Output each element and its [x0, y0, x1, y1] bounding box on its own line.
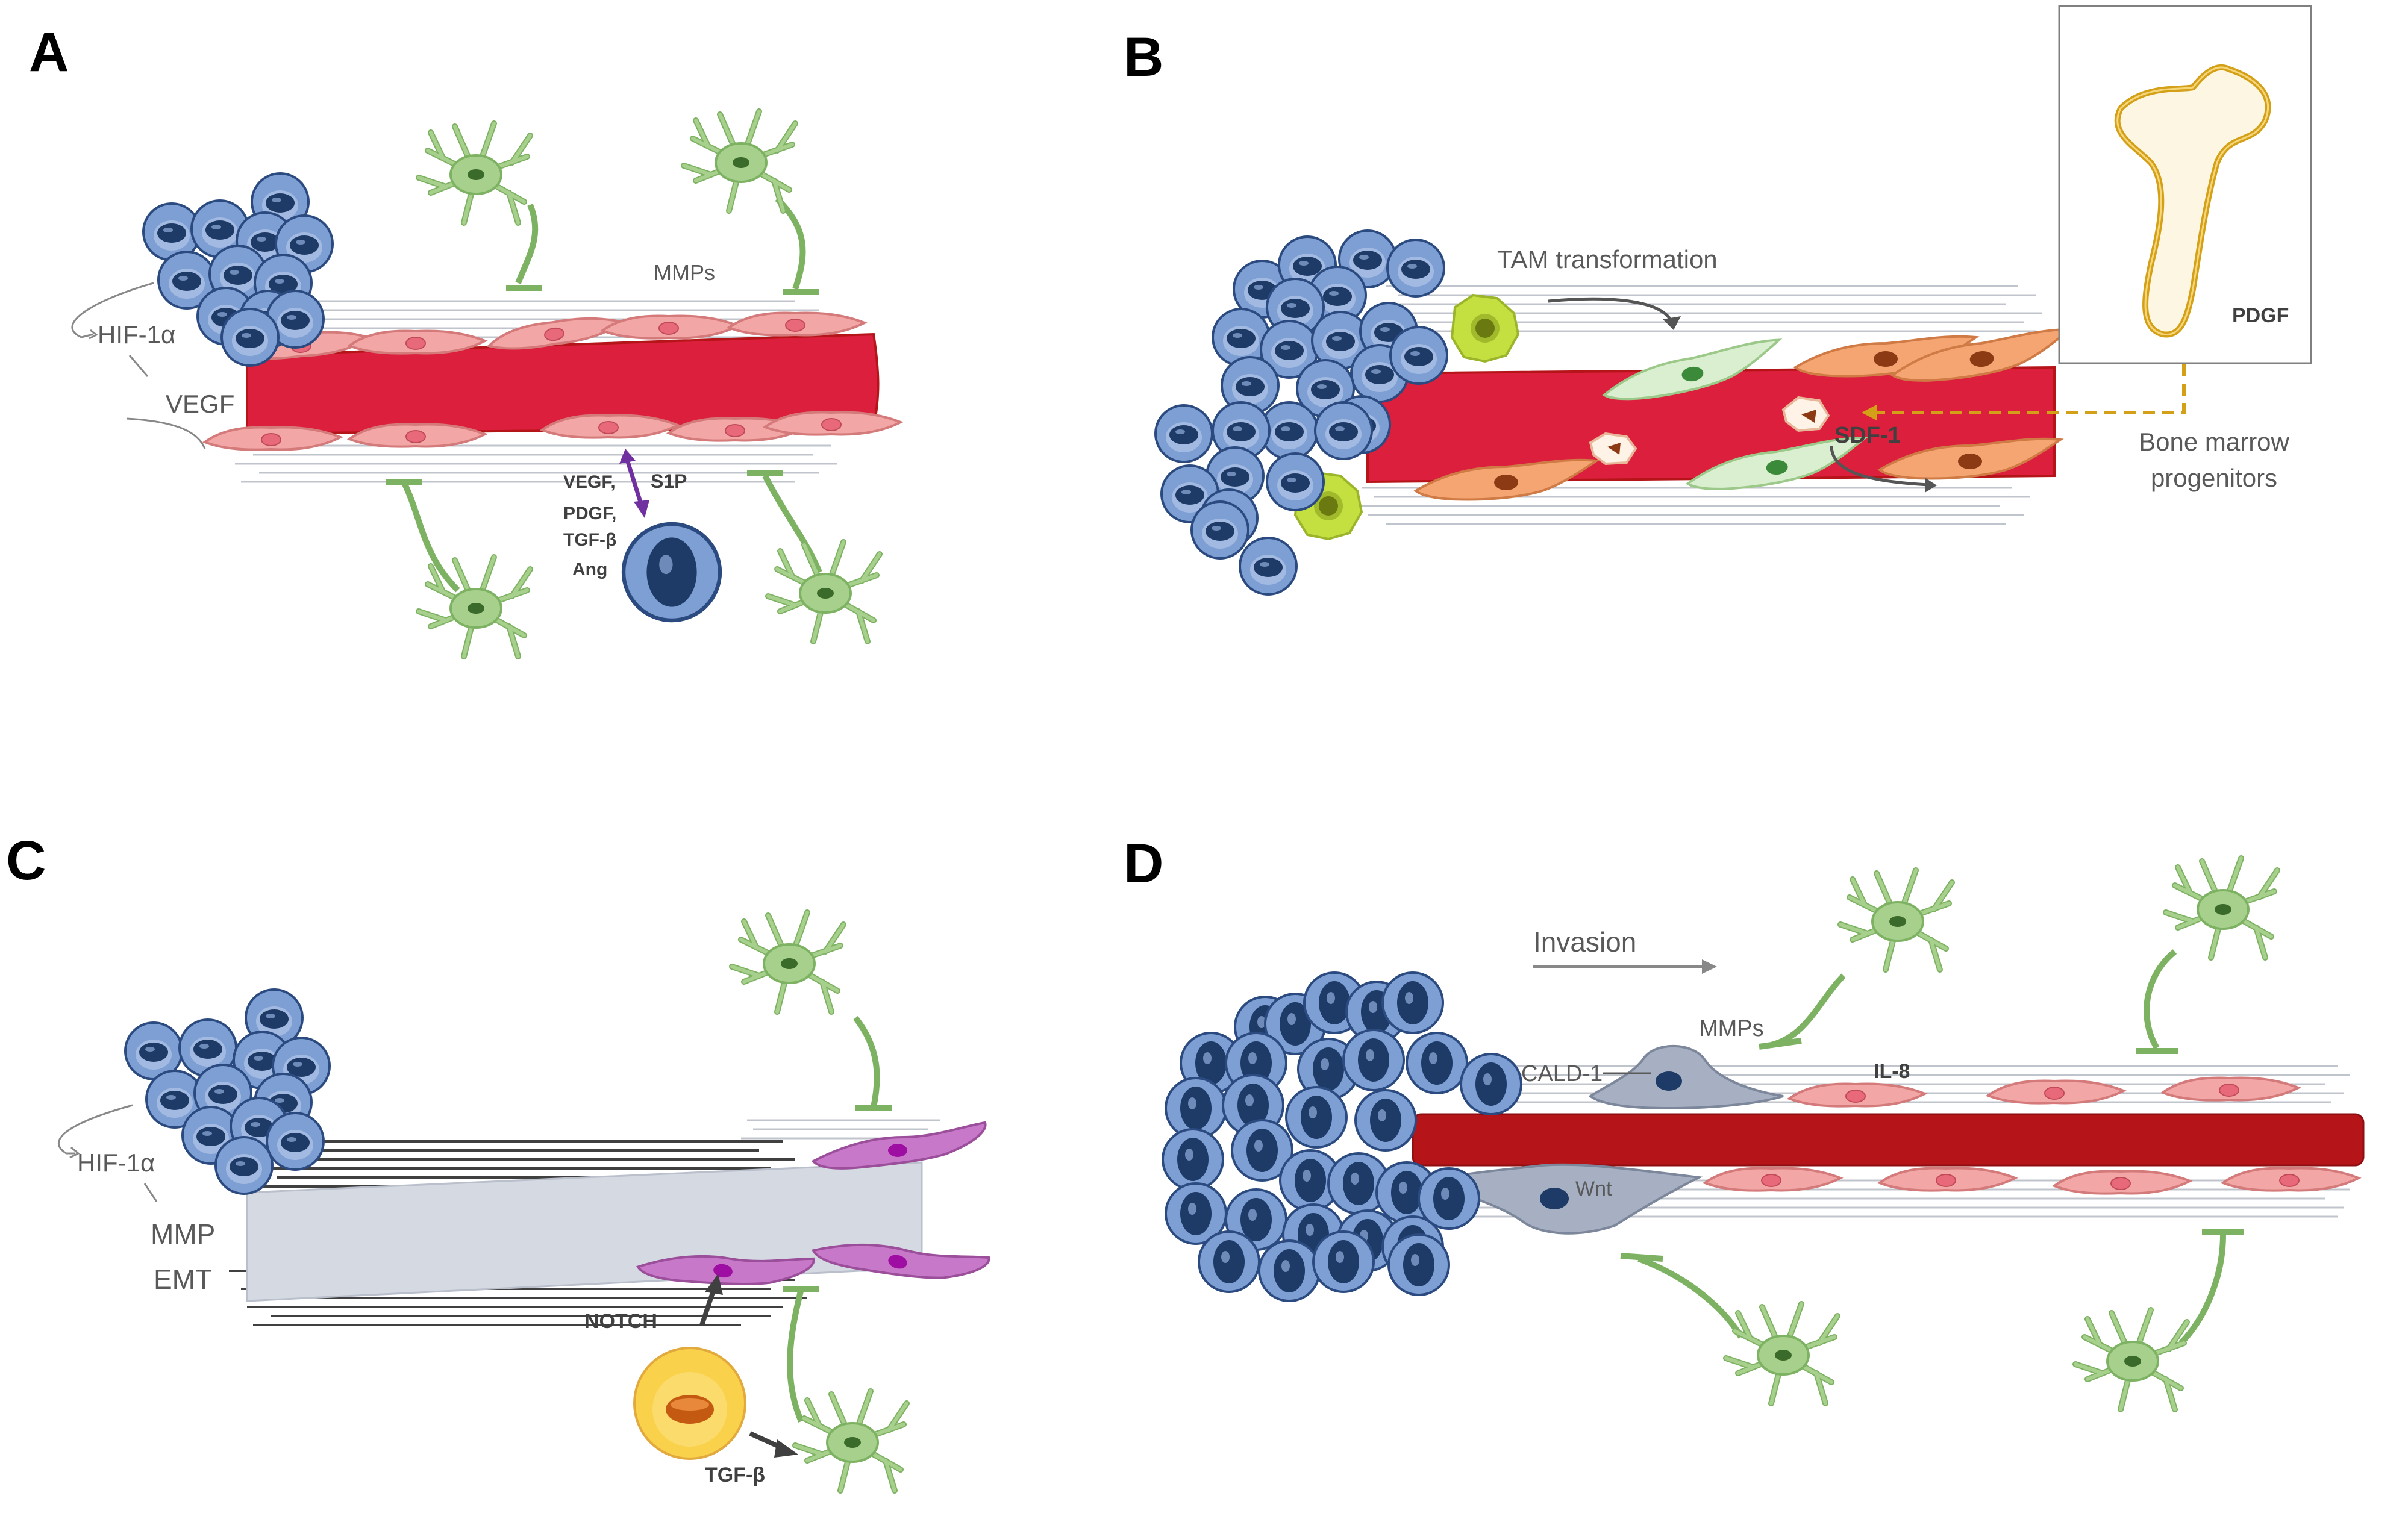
panel-c-hif-label: HIF-1α [77, 1149, 155, 1177]
panel-a-hif-label: HIF-1α [98, 320, 175, 349]
panel-a-factor-2: PDGF, [563, 504, 616, 523]
panel-a: A [29, 22, 902, 656]
endothelial-cell-icon [1878, 1167, 2016, 1192]
panel-b-letter: B [1124, 27, 1163, 88]
panel-d-cald-label: CALD-1 [1521, 1061, 1603, 1087]
progenitor-cell-icon [1589, 432, 1637, 466]
panel-d-il8-label: IL-8 [1874, 1060, 1910, 1083]
panel-b: B [1124, 5, 2312, 596]
endothelial-cell-icon [1704, 1167, 1842, 1192]
panel-d: D [1124, 833, 2365, 1409]
panel-b-tam-arrow [1548, 297, 1674, 323]
endothelial-cell-icon [2162, 1076, 2300, 1102]
panel-a-exchange-arrow [619, 449, 649, 518]
panel-c-notch-label: NOTCH [584, 1310, 657, 1333]
endothelial-cell-icon [728, 311, 866, 337]
panel-c: C [6, 830, 991, 1491]
panel-a-vegf-label: VEGF [166, 390, 234, 418]
panel-b-bone-marrow-label-1: Bone marrow [2139, 428, 2289, 456]
panel-a-s1p-label: S1P [651, 470, 687, 492]
stromal-cell-icon [633, 1347, 746, 1460]
tumor-cell-icon [624, 524, 720, 620]
panel-c-emt-label: EMT [154, 1264, 212, 1295]
panel-d-invasion-label: Invasion [1533, 926, 1636, 958]
astrocyte-icon [684, 111, 819, 295]
panel-b-tam-label: TAM transformation [1497, 245, 1718, 273]
panel-d-letter: D [1124, 833, 1163, 894]
astrocyte-icon [2136, 858, 2277, 1054]
panel-d-mmps-label: MMPs [1699, 1016, 1764, 1041]
panel-b-sdf-label: SDF-1 [1834, 423, 1901, 448]
panel-a-factor-3: TGF-β [563, 530, 616, 550]
panel-b-pdgf-label: PDGF [2232, 304, 2289, 327]
panel-a-factor-4: Ang [572, 560, 607, 579]
astrocyte-icon [419, 123, 542, 291]
fibroblast-icon [1424, 1163, 1703, 1235]
fibroblast-icon [1589, 1044, 1784, 1109]
astrocyte-icon [783, 1286, 907, 1491]
astrocyte-icon [747, 470, 880, 641]
progenitor-cell-icon [1781, 396, 1830, 432]
panel-c-vessel-tube [246, 1161, 923, 1302]
panel-c-letter: C [6, 830, 46, 891]
panel-a-letter: A [29, 22, 69, 83]
astrocyte-icon [732, 912, 892, 1111]
panel-a-factor-1: VEGF, [563, 472, 616, 492]
astrocyte-icon [386, 479, 530, 656]
panel-c-tumor-cluster [124, 988, 331, 1195]
panel-c-tgf-label: TGF-β [705, 1464, 765, 1486]
panel-b-bone-marrow-label-2: progenitors [2151, 464, 2277, 492]
panel-d-wnt-label: Wnt [1575, 1177, 1612, 1200]
panel-c-mmp-label: MMP [151, 1218, 215, 1250]
astrocyte-icon [1759, 870, 1952, 1050]
panel-b-dashed-arrow [1874, 364, 2186, 414]
astrocyte-icon [2075, 1229, 2244, 1409]
astrocyte-icon [1620, 1253, 1837, 1403]
panel-d-blood-vessel [1412, 1113, 2365, 1167]
endothelial-cell-icon [2222, 1167, 2360, 1192]
panel-a-mmps-label: MMPs [654, 260, 715, 285]
